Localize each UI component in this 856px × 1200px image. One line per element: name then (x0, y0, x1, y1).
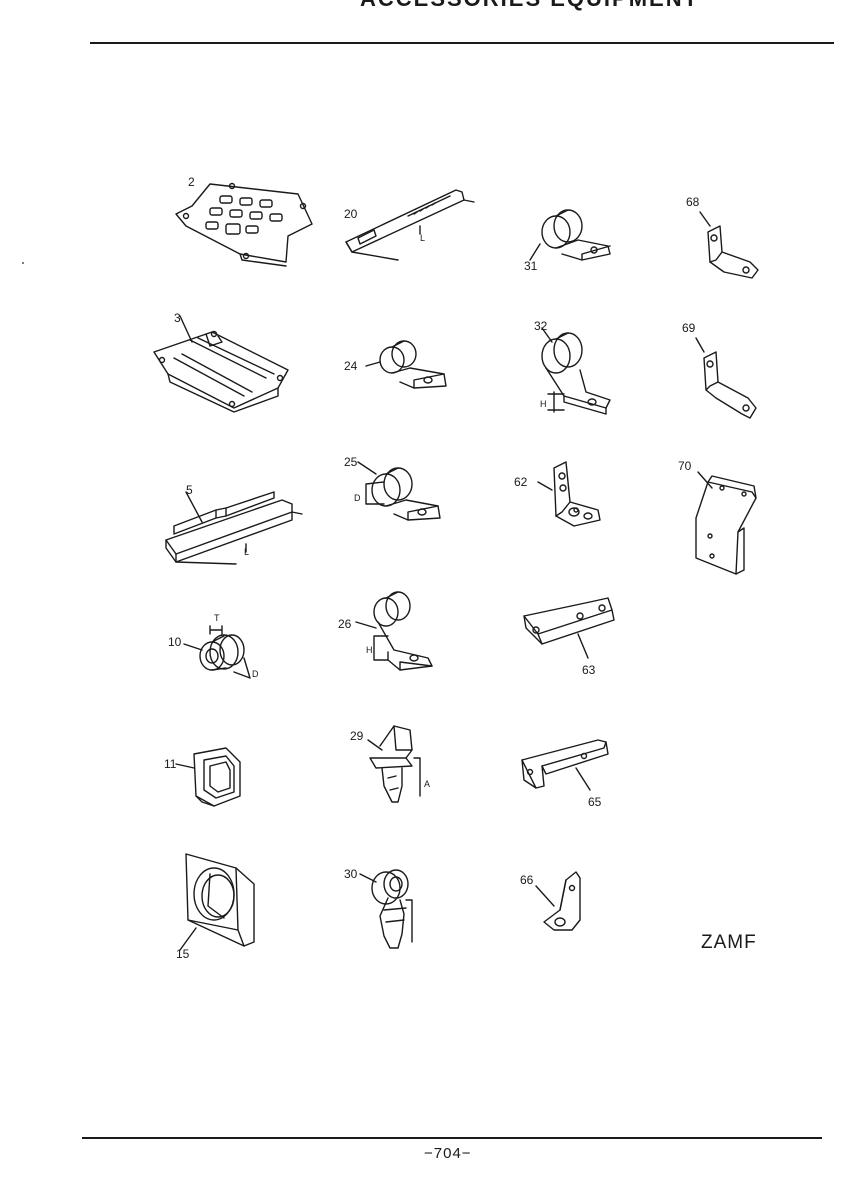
part-2: 2 (170, 175, 320, 267)
offset-bracket-icon (699, 211, 759, 279)
part-label: 3 (174, 311, 181, 325)
part-11: 11 (164, 740, 254, 820)
part-label: 62 (514, 475, 528, 489)
part-label: 20 (344, 207, 358, 221)
part-30: 30 (344, 860, 434, 960)
part-70: 70 (676, 458, 766, 583)
watermark-text: ZAMF (701, 932, 757, 953)
footer-rule (82, 1137, 822, 1139)
part-5: 5 L (156, 478, 306, 573)
cable-clamp-icon (357, 461, 441, 521)
part-29: 29 A (350, 722, 440, 822)
cable-strap-icon (345, 189, 475, 261)
part-62: 62 (514, 458, 614, 538)
part-20: 20 L (338, 186, 478, 261)
part-label: 10 (168, 635, 182, 649)
dimension-label: H (366, 645, 373, 655)
part-label: 63 (582, 663, 596, 677)
dimension-label: L (420, 233, 426, 243)
cable-clamp-icon (355, 591, 433, 671)
part-label: 70 (678, 459, 692, 473)
square-grommet-icon (175, 747, 241, 807)
part-label: 26 (338, 617, 352, 631)
wide-bracket-icon (695, 471, 757, 575)
round-grommet-icon (179, 853, 255, 951)
part-label: 2 (188, 175, 195, 189)
part-32: 32 H (524, 320, 624, 420)
part-label: 11 (164, 757, 177, 771)
ring-push-clip-icon (359, 869, 413, 949)
angle-bracket-icon (521, 739, 609, 791)
part-10: 10 T D (168, 612, 268, 692)
cable-clamp-icon (529, 209, 611, 261)
part-25: 25 D (344, 456, 454, 536)
part-label: 15 (176, 947, 190, 961)
part-68: 68 (686, 196, 766, 286)
dimension-label: D (354, 493, 361, 503)
part-15: 15 (174, 846, 264, 960)
dimension-label: T (214, 613, 220, 623)
ribbed-mounting-plate-icon (153, 315, 289, 413)
dimension-label: L (244, 547, 250, 557)
part-label: 65 (588, 795, 602, 809)
part-label: 29 (350, 729, 364, 743)
part-label: 31 (524, 259, 538, 273)
small-angle-bracket-icon (535, 871, 581, 931)
dimension-label: H (540, 399, 547, 409)
part-label: 30 (344, 867, 358, 881)
part-label: 5 (186, 483, 193, 497)
dimension-label: D (252, 669, 259, 679)
angle-bracket-icon (523, 597, 615, 659)
grommet-icon (183, 625, 251, 679)
page-number: −704− (424, 1145, 472, 1162)
part-69: 69 (682, 320, 767, 425)
part-3: 3 (148, 312, 298, 417)
push-clip-icon (367, 725, 421, 803)
cable-clamp-icon (365, 340, 447, 389)
part-label: 69 (682, 321, 696, 335)
cable-channel-icon (165, 491, 303, 565)
page-header-title: ACCESSORIES EQUIPMENT (360, 0, 699, 12)
part-label: 32 (534, 319, 548, 333)
part-label: 66 (520, 873, 534, 887)
part-label: 24 (344, 359, 358, 373)
dimension-label: A (424, 779, 431, 789)
part-66: 66 (518, 870, 598, 940)
scan-speck (22, 262, 24, 264)
part-31: 31 (522, 206, 622, 276)
offset-bracket-icon (695, 337, 757, 419)
cable-clamp-tall-icon (541, 327, 611, 415)
angle-bracket-icon (537, 461, 601, 527)
perforated-mounting-plate-icon (175, 182, 313, 267)
part-label: 25 (344, 455, 358, 469)
part-label: 68 (686, 195, 700, 209)
header-rule (90, 42, 834, 44)
part-63: 63 (520, 594, 620, 679)
part-65: 65 (518, 739, 618, 815)
part-24: 24 (344, 334, 454, 394)
part-26: 26 H (338, 591, 448, 677)
